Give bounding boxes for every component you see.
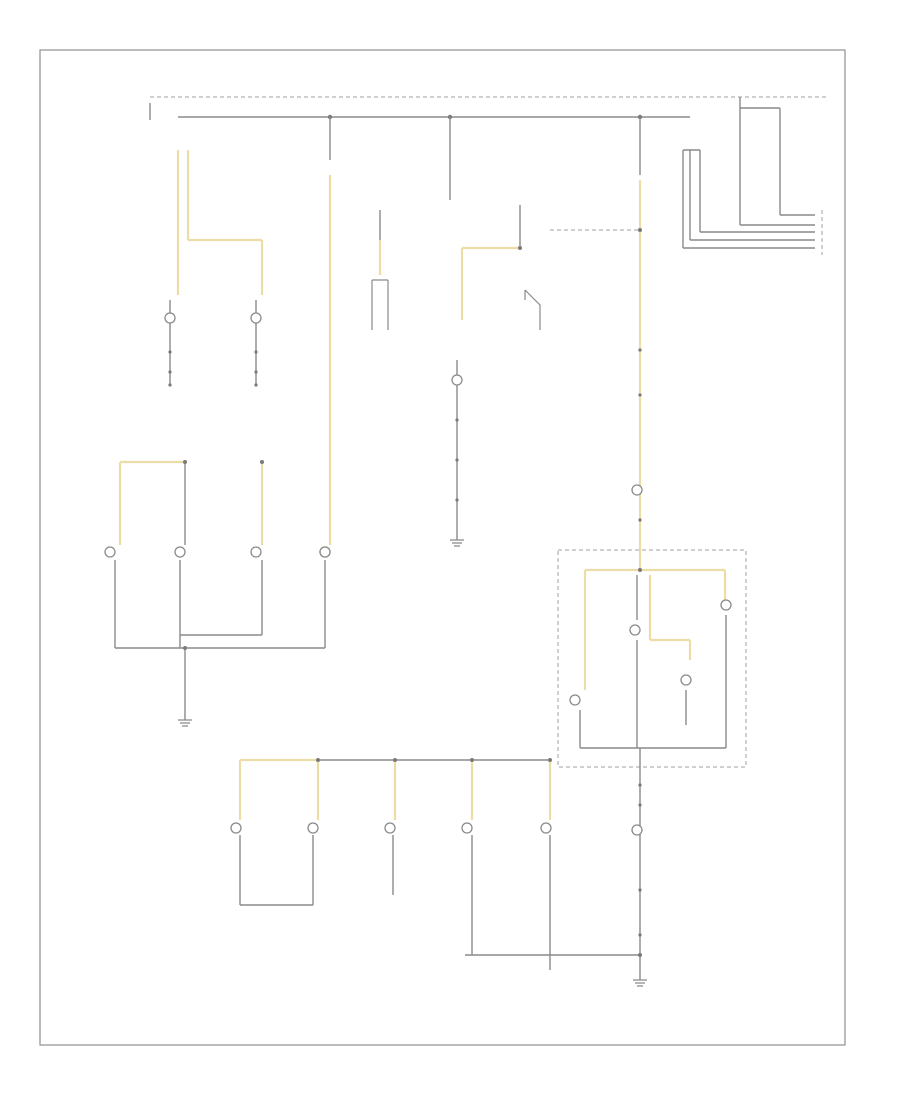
bottom-lamp-2 <box>240 822 319 906</box>
bottom-lamp-4 <box>461 822 473 955</box>
bottom-lamp-3 <box>384 822 396 895</box>
left-lamp-bank <box>104 460 331 727</box>
top-right-connector-group <box>682 97 823 255</box>
center-connector-module <box>371 210 389 330</box>
upper-center-switch <box>449 117 541 547</box>
left-front-lamp <box>164 150 264 387</box>
left-lamp-3 <box>250 546 262 558</box>
left-lamp-2 <box>174 546 186 558</box>
bottom-bus <box>238 758 552 820</box>
right-chain-switch <box>550 117 643 570</box>
bottom-right-connector <box>465 748 647 987</box>
sub-assembly-lamps <box>557 549 747 768</box>
center-feed <box>319 117 332 648</box>
left-lamp-1 <box>104 546 116 558</box>
bottom-lamp-5 <box>540 822 552 970</box>
bottom-lamp-1 <box>230 822 242 905</box>
power-bus <box>149 96 828 120</box>
left-lamp-4 <box>319 546 331 558</box>
diagram-frame <box>39 49 846 1046</box>
right-front-lamp <box>250 300 262 387</box>
